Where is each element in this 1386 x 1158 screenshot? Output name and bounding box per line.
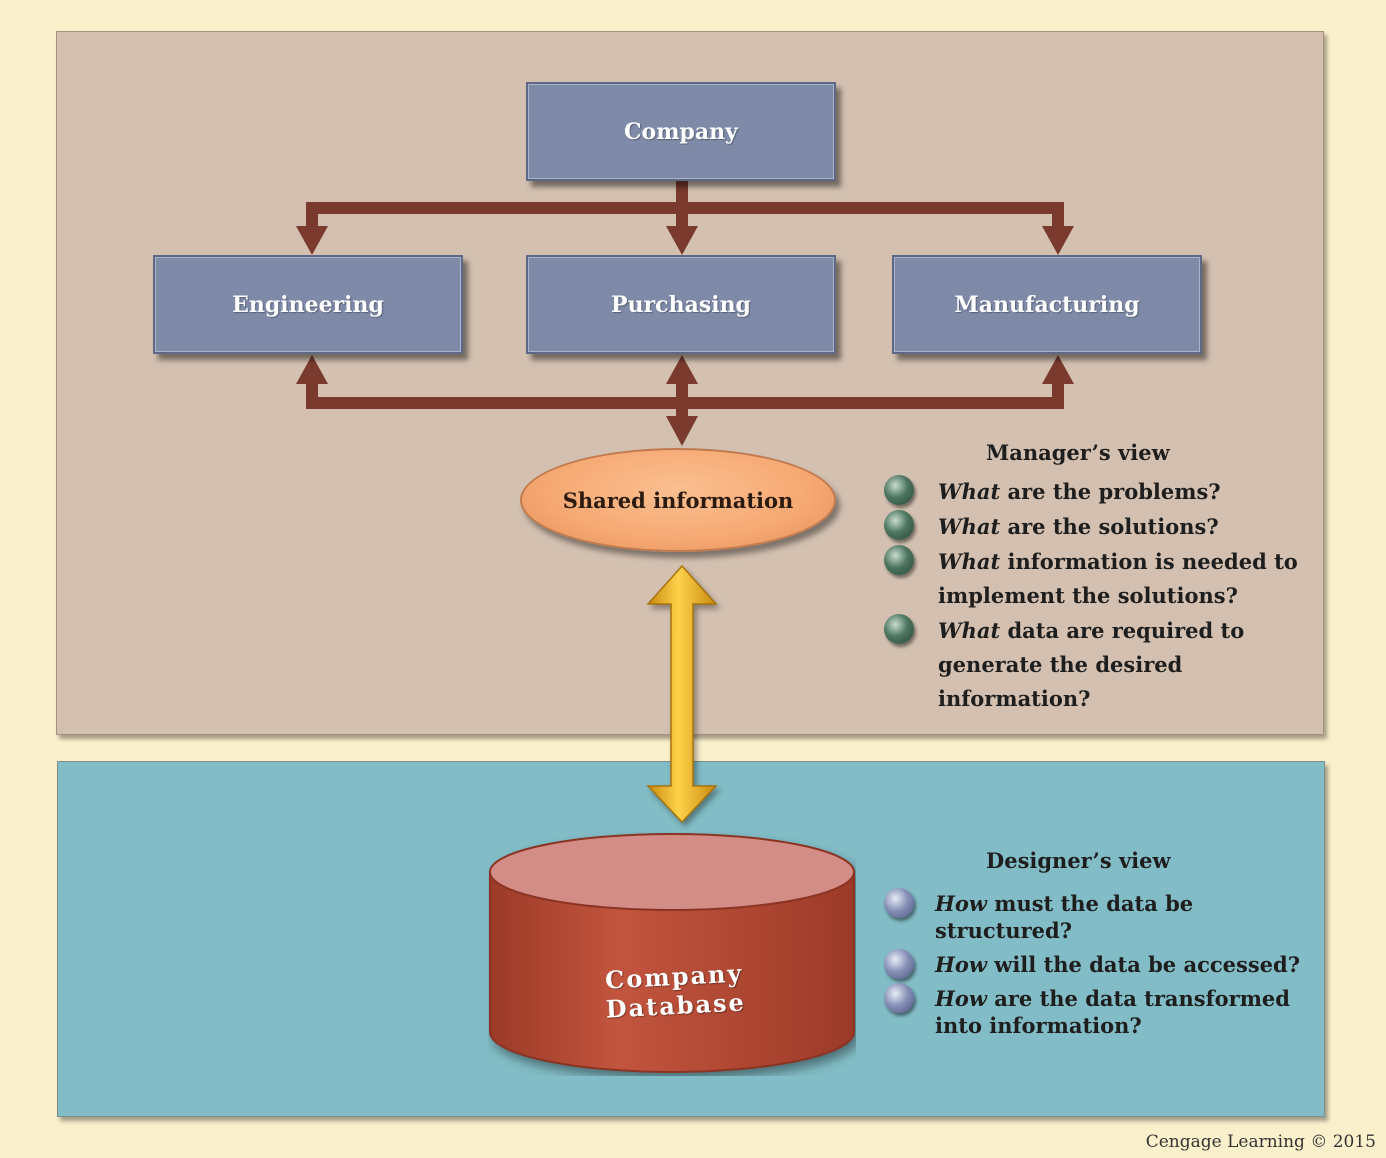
engineering-label: Engineering	[232, 291, 384, 318]
arrow-up-manufacturing	[1042, 355, 1074, 384]
manufacturing-label: Manufacturing	[954, 291, 1140, 318]
arrow-up-purchasing	[666, 355, 698, 384]
engineering-box: Engineering	[153, 255, 463, 354]
designer-question: How must the data be structured?	[884, 888, 1315, 944]
designer-question: How are the data transformed into inform…	[884, 983, 1315, 1039]
arrow-up-engineering	[296, 355, 328, 384]
green-bullet-icon	[884, 545, 914, 575]
bottom-horizontal-line	[306, 397, 1064, 409]
purchasing-box: Purchasing	[526, 255, 836, 354]
manager-question: What are the solutions?	[884, 510, 1318, 544]
manager-question: What are the problems?	[884, 475, 1318, 509]
blue-bullet-icon	[884, 888, 914, 918]
manufacturing-down-line	[1052, 202, 1064, 230]
double-arrow	[646, 564, 718, 824]
shared-information-label: Shared information	[562, 487, 794, 513]
manager-view-title: Manager’s view	[986, 440, 1170, 465]
designer-question-list: How must the data be structured? How wil…	[884, 888, 1315, 1046]
company-box: Company	[526, 82, 836, 181]
purchasing-label: Purchasing	[611, 291, 751, 318]
designer-question: How will the data be accessed?	[884, 949, 1315, 979]
blue-bullet-icon	[884, 983, 914, 1013]
manager-question-list: What are the problems? What are the solu…	[884, 475, 1318, 717]
green-bullet-icon	[884, 475, 914, 505]
green-bullet-icon	[884, 614, 914, 644]
shared-information-ellipse: Shared information	[520, 448, 836, 552]
manager-question: What information is needed to implement …	[884, 545, 1318, 613]
purchasing-down-line	[676, 202, 688, 230]
arrow-to-shared-info	[666, 416, 698, 446]
copyright-credit: Cengage Learning © 2015	[1145, 1132, 1376, 1152]
blue-bullet-icon	[884, 949, 914, 979]
manufacturing-box: Manufacturing	[892, 255, 1202, 354]
company-label: Company	[624, 118, 738, 145]
arrow-to-manufacturing	[1042, 226, 1074, 255]
manager-question: What data are required to generate the d…	[884, 614, 1318, 716]
company-database-cylinder	[489, 833, 855, 1073]
arrow-to-engineering	[296, 226, 328, 255]
designer-view-title: Designer’s view	[986, 848, 1171, 873]
green-bullet-icon	[884, 510, 914, 540]
engineering-down-line	[306, 202, 318, 230]
arrow-to-purchasing	[666, 226, 698, 255]
